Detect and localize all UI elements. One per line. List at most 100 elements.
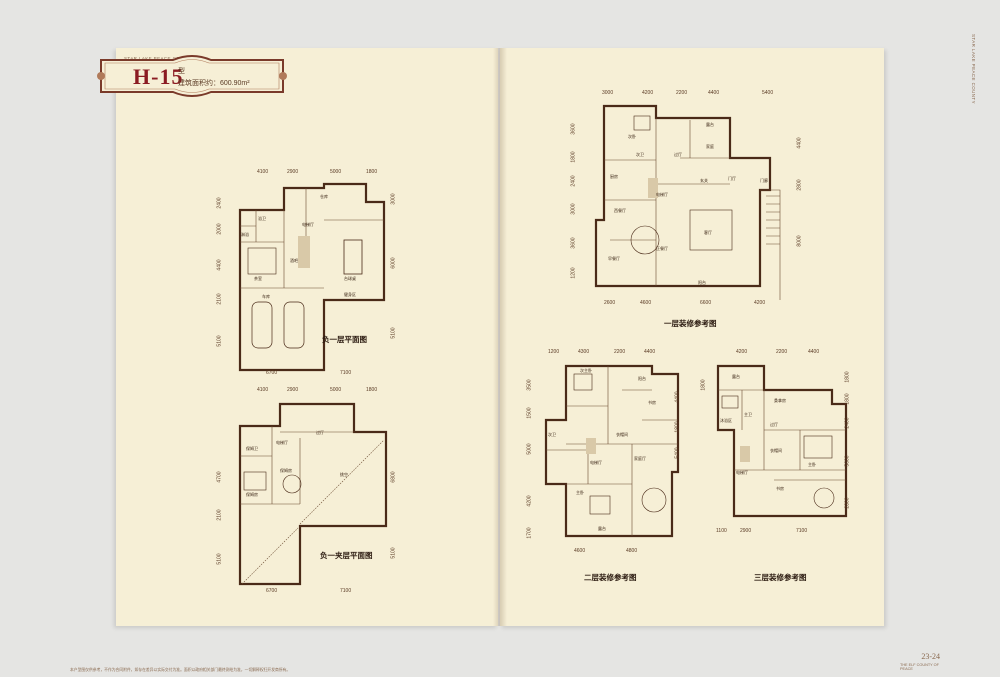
- f1-balcony-label: 露台: [706, 121, 714, 127]
- f1-dim-left-2: 1800: [570, 151, 577, 163]
- f2-balcony-label: 露台: [598, 525, 606, 531]
- b1m-dim-left-2: 2100: [216, 509, 223, 521]
- f3-wc-label: 沐浴区: [720, 417, 732, 423]
- f2-dim-left-1: 3500: [526, 379, 533, 391]
- f2-dim-top-2: 4300: [578, 349, 590, 355]
- b1m-corridor-label: 过厅: [316, 429, 324, 435]
- f3-dim-top-3: 4400: [808, 349, 820, 355]
- f2-dim-left-4: 4200: [526, 495, 533, 507]
- b1-storage-label: 仓库: [320, 193, 328, 199]
- model-title: H-15: [133, 64, 184, 89]
- book-gutter: [493, 48, 507, 626]
- f2-dim-left-3: 5000: [526, 443, 533, 455]
- b1m-maid-bath-label: 保姆卫: [246, 445, 258, 451]
- f1-bath-label: 次卫: [636, 151, 644, 157]
- f1-dim-left-6: 1200: [570, 267, 577, 279]
- b1-dim-left-1: 2400: [216, 197, 223, 209]
- page-number: 23-24: [921, 652, 940, 661]
- f2-terrace-label: 阳台: [638, 375, 646, 381]
- f1-dim-right-1: 4400: [796, 137, 803, 149]
- f1-lounge-label: 家庭: [706, 143, 714, 149]
- f1-dim-top-1: 3000: [602, 90, 614, 96]
- f2-dim-top-1: 1200: [548, 349, 560, 355]
- b1-floor-plan: 车库 台球桌 酒吧 电梯厅 浴卫 仓库 淋浴 健身区 茶室: [238, 182, 390, 372]
- b1-elevator-label: 电梯厅: [302, 221, 314, 227]
- f3-dim-left-1: 1800: [700, 379, 707, 391]
- f3-bath-label: 主卫: [744, 411, 752, 417]
- f1-guest-label: 次卧: [628, 133, 636, 139]
- f1-dim-right-2: 2800: [796, 179, 803, 191]
- f2-elevator-label: 电梯厅: [590, 459, 602, 465]
- b1-dim-right-1: 3000: [390, 193, 397, 205]
- f1-dining-label: 西餐厅: [614, 207, 626, 213]
- vertical-brand-text: STAR LAKE PEACE COUNTY: [971, 34, 976, 104]
- b1m-dim-right-2: 5100: [390, 547, 397, 559]
- f2-dim-bottom-2: 4800: [626, 548, 638, 554]
- f2-dim-top-4: 4400: [644, 349, 656, 355]
- f1-dim-left-5: 3600: [570, 237, 577, 249]
- title-cartouche: [97, 55, 287, 97]
- b1m-maid-label: 保姆房: [246, 491, 258, 497]
- b1m-plan-title: 负一夹层平面图: [320, 551, 373, 560]
- f2-dim-right-1: 4400: [674, 391, 681, 403]
- b1-dim-bottom-2: 7100: [340, 370, 352, 376]
- b1-dim-bottom-1: 6700: [266, 370, 278, 376]
- f2-master-label: 主卧: [576, 489, 584, 495]
- f2-dim-right-2: 1800: [674, 421, 681, 433]
- f2-family-label: 家庭厅: [634, 455, 646, 461]
- f1-living-label: 客厅: [704, 229, 712, 235]
- f1-breakfast-label: 早餐厅: [608, 255, 620, 261]
- f2-study-label: 书房: [648, 399, 656, 405]
- b1m-dim-bottom-1: 6700: [266, 588, 278, 594]
- f1-dim-top-5: 5400: [762, 90, 774, 96]
- f3-dim-right-5: 2300: [844, 497, 851, 509]
- f3-master-label: 主卧: [808, 461, 816, 467]
- f1-dim-left-3: 2400: [570, 175, 577, 187]
- f2-dim-left-5: 1700: [526, 527, 533, 539]
- f2-closet-label: 衣帽间: [616, 431, 628, 437]
- f1-foyer-label: 门厅: [728, 175, 736, 181]
- b1-dim-top-1: 4100: [257, 169, 269, 175]
- b1-dim-left-5: 5100: [216, 335, 223, 347]
- f1-dim-right-3: 8000: [796, 235, 803, 247]
- b1-wash-label: 淋浴: [241, 231, 249, 237]
- f2-floor-plan: 次主卧 次卫 主卧 书房 阳台 家庭厅 露台 电梯厅 衣帽间: [544, 364, 680, 544]
- b1-dim-left-3: 4400: [216, 259, 223, 271]
- f1-dim-left-4: 3000: [570, 203, 577, 215]
- f1-elevator-label: 电梯厅: [656, 191, 668, 197]
- f3-dim-bottom-1: 1100: [716, 528, 727, 534]
- f3-floor-plan: 露台 主卫 主卧 桑拿房 衣帽间 电梯厅 过厅 书房 沐浴区: [716, 364, 850, 522]
- b1-dim-top-4: 1800: [366, 169, 378, 175]
- f1-plan-title: 一层装修参考图: [664, 319, 717, 328]
- b1m-staff-label: 保姆房: [280, 467, 292, 473]
- f1-dim-top-2: 4200: [642, 90, 654, 96]
- b1-dim-top-2: 2900: [287, 169, 299, 175]
- b1-gym-label: 健身区: [344, 291, 356, 297]
- b1-bath-label: 浴卫: [258, 215, 266, 221]
- f1-dim-top-3: 2200: [676, 90, 688, 96]
- b1m-dim-bottom-2: 7100: [340, 588, 352, 594]
- f1-garden-label: 门廊: [760, 177, 768, 183]
- f2-dim-top-3: 2200: [614, 349, 626, 355]
- f3-study-label: 书房: [776, 485, 784, 491]
- b1m-dim-right-1: 6800: [390, 471, 397, 483]
- b1-dim-right-2: 6000: [390, 257, 397, 269]
- f3-dim-right-3: 2400: [844, 417, 851, 429]
- f1-corridor-label: 过厅: [674, 151, 682, 157]
- b1m-dim-left-1: 4700: [216, 471, 223, 483]
- f3-corridor-label: 过厅: [770, 421, 778, 427]
- f2-dim-left-2: 1500: [526, 407, 533, 419]
- b1m-dim-top-4: 1800: [366, 387, 378, 393]
- b1-bar-label: 酒吧: [290, 257, 298, 263]
- b1-billiard-label: 台球桌: [344, 275, 356, 281]
- f3-dim-top-1: 4200: [736, 349, 748, 355]
- f3-terrace-label: 露台: [732, 373, 740, 379]
- f1-entry-label: 玄关: [700, 177, 708, 183]
- f3-dim-top-2: 2200: [776, 349, 788, 355]
- f3-plan-title: 三层装修参考图: [754, 573, 807, 582]
- f1-kitchen-label: 厨房: [610, 173, 618, 179]
- f3-sauna-label: 桑拿房: [774, 397, 786, 403]
- f1-floor-plan: 次卧 家庭 厨房 西餐厅 客厅 玄关 门厅 阳台 早餐厅 正餐厅 门廊 电梯厅 …: [594, 104, 796, 300]
- f2-bath-label: 次卫: [548, 431, 556, 437]
- brand-line: STAR LAKE PEACE COUNTY: [124, 56, 194, 61]
